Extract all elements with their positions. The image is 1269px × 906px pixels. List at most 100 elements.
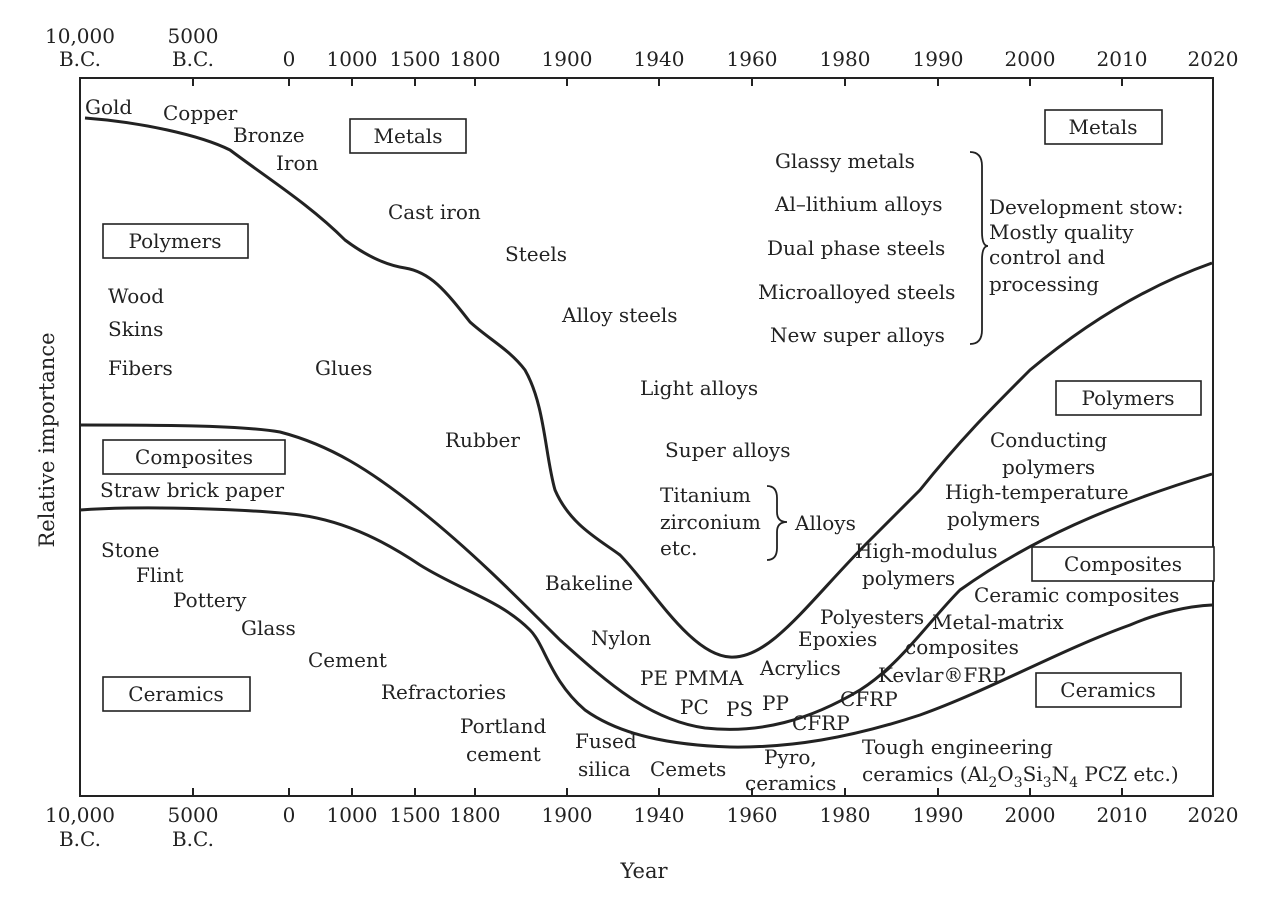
bottom-tick-label: 1900 — [542, 803, 593, 827]
x-axis-label: Year — [619, 859, 668, 883]
label-pyro-1: Pyro, — [764, 745, 817, 769]
label-cast-iron: Cast iron — [388, 200, 481, 224]
label-kevlar: Kevlar®FRP — [878, 663, 1006, 687]
box-metals-left: Metals — [349, 118, 467, 154]
label-dev-slow-2: Mostly quality — [989, 220, 1134, 244]
label-bakeline: Bakeline — [545, 571, 633, 595]
bottom-tick-label: 1960 — [727, 803, 778, 827]
bottom-tick-label: 0 — [283, 803, 296, 827]
label-epoxies: Epoxies — [798, 627, 877, 651]
top-tick-label: 0 — [283, 47, 296, 71]
label-light-alloys: Light alloys — [640, 376, 758, 400]
label-fused-2: silica — [578, 757, 631, 781]
label-copper: Copper — [163, 101, 238, 125]
bottom-tick-label: 1980 — [820, 803, 871, 827]
top-tick-label: 2010 — [1097, 47, 1148, 71]
label-fused-1: Fused — [575, 729, 637, 753]
label-glass: Glass — [241, 616, 296, 640]
top-tick-label: 2000 — [1005, 47, 1056, 71]
plot-frame — [79, 77, 1214, 797]
label-al-lithium: Al–lithium alloys — [774, 192, 942, 216]
label-acrylics: Acrylics — [759, 656, 841, 680]
bottom-tick-label: 1000 — [327, 803, 378, 827]
label-polyesters: Polyesters — [820, 605, 924, 629]
label-high-temp-1: High-temperature — [945, 480, 1129, 504]
bottom-tick-label: 5000 — [168, 803, 219, 827]
label-titanium: Titanium — [660, 483, 751, 507]
label-alloys: Alloys — [794, 511, 856, 535]
label-zirconium: zirconium — [660, 510, 761, 534]
label-dev-slow-3: control and — [989, 245, 1105, 269]
label-conducting-1: Conducting — [990, 428, 1107, 452]
label-ps: PS — [726, 697, 753, 721]
box-composites-left: Composites — [102, 439, 286, 475]
label-cement: Cement — [308, 648, 387, 672]
label-stone: Stone — [101, 538, 160, 562]
label-glassy-metals: Glassy metals — [775, 149, 915, 173]
label-etc: etc. — [660, 536, 697, 560]
top-tick-label: 1800 — [450, 47, 501, 71]
box-polymers-left: Polymers — [102, 223, 249, 259]
label-tough-1: Tough engineering — [862, 735, 1053, 759]
svg-text:Polymers: Polymers — [128, 229, 221, 253]
top-tick-label: 1500 — [390, 47, 441, 71]
bottom-tick-label: 2010 — [1097, 803, 1148, 827]
box-ceramics-right: Ceramics — [1035, 672, 1182, 708]
label-cfrp-1: CFRP — [840, 687, 898, 711]
label-high-temp-2: polymers — [947, 507, 1040, 531]
top-tick-label: 1000 — [327, 47, 378, 71]
top-tick-label: 5000 — [168, 24, 219, 48]
box-composites-right: Composites — [1031, 546, 1215, 582]
svg-text:Ceramics: Ceramics — [128, 682, 223, 706]
top-tick-label: 10,000 — [45, 24, 115, 48]
svg-text:Composites: Composites — [135, 445, 253, 469]
top-tick-label: 2020 — [1188, 47, 1239, 71]
bottom-tick-label: 1800 — [450, 803, 501, 827]
label-metal-matrix-2: composites — [905, 635, 1019, 659]
label-microalloyed: Microalloyed steels — [758, 280, 955, 304]
label-refractories: Refractories — [381, 680, 506, 704]
alloys-brace — [766, 485, 788, 561]
svg-text:Composites: Composites — [1064, 552, 1182, 576]
top-tick-label: 1900 — [542, 47, 593, 71]
label-high-modulus-2: polymers — [862, 566, 955, 590]
label-skins: Skins — [108, 317, 163, 341]
label-steels: Steels — [505, 242, 567, 266]
top-tick-label: 1940 — [634, 47, 685, 71]
label-ceramic-composites: Ceramic composites — [974, 583, 1179, 607]
label-pottery: Pottery — [173, 588, 247, 612]
label-iron: Iron — [276, 151, 319, 175]
label-portland-1: Portland — [460, 714, 546, 738]
label-rubber: Rubber — [445, 428, 520, 452]
bottom-tick-label: 2000 — [1005, 803, 1056, 827]
box-ceramics-left: Ceramics — [102, 676, 251, 712]
label-dev-slow-1: Development stow: — [989, 195, 1184, 219]
development-brace — [969, 151, 989, 345]
label-dev-slow-4: processing — [989, 272, 1099, 296]
label-glues: Glues — [315, 356, 372, 380]
label-wood: Wood — [108, 284, 164, 308]
bottom-tick-label: 1940 — [634, 803, 685, 827]
label-bronze: Bronze — [233, 123, 305, 147]
top-tick-label: 1960 — [727, 47, 778, 71]
svg-text:Metals: Metals — [1069, 115, 1138, 139]
y-axis-label: Relative importance — [35, 332, 59, 547]
svg-text:Ceramics: Ceramics — [1060, 678, 1155, 702]
top-tick-label: B.C. — [59, 47, 101, 71]
bottom-tick-label: 1990 — [913, 803, 964, 827]
label-cfrp-2: CFRP — [792, 711, 850, 735]
top-tick-label: 1980 — [820, 47, 871, 71]
bottom-tick-label: 2020 — [1188, 803, 1239, 827]
label-cemets: Cemets — [650, 757, 726, 781]
label-nylon: Nylon — [591, 626, 651, 650]
bottom-tick-label: 1500 — [390, 803, 441, 827]
metals-curve — [84, 116, 1213, 659]
box-polymers-right: Polymers — [1055, 380, 1202, 416]
label-alloy-steels: Alloy steels — [561, 303, 678, 327]
bottom-tick-label: B.C. — [59, 827, 101, 851]
label-straw: Straw brick paper — [100, 478, 285, 502]
label-pp: PP — [762, 691, 789, 715]
